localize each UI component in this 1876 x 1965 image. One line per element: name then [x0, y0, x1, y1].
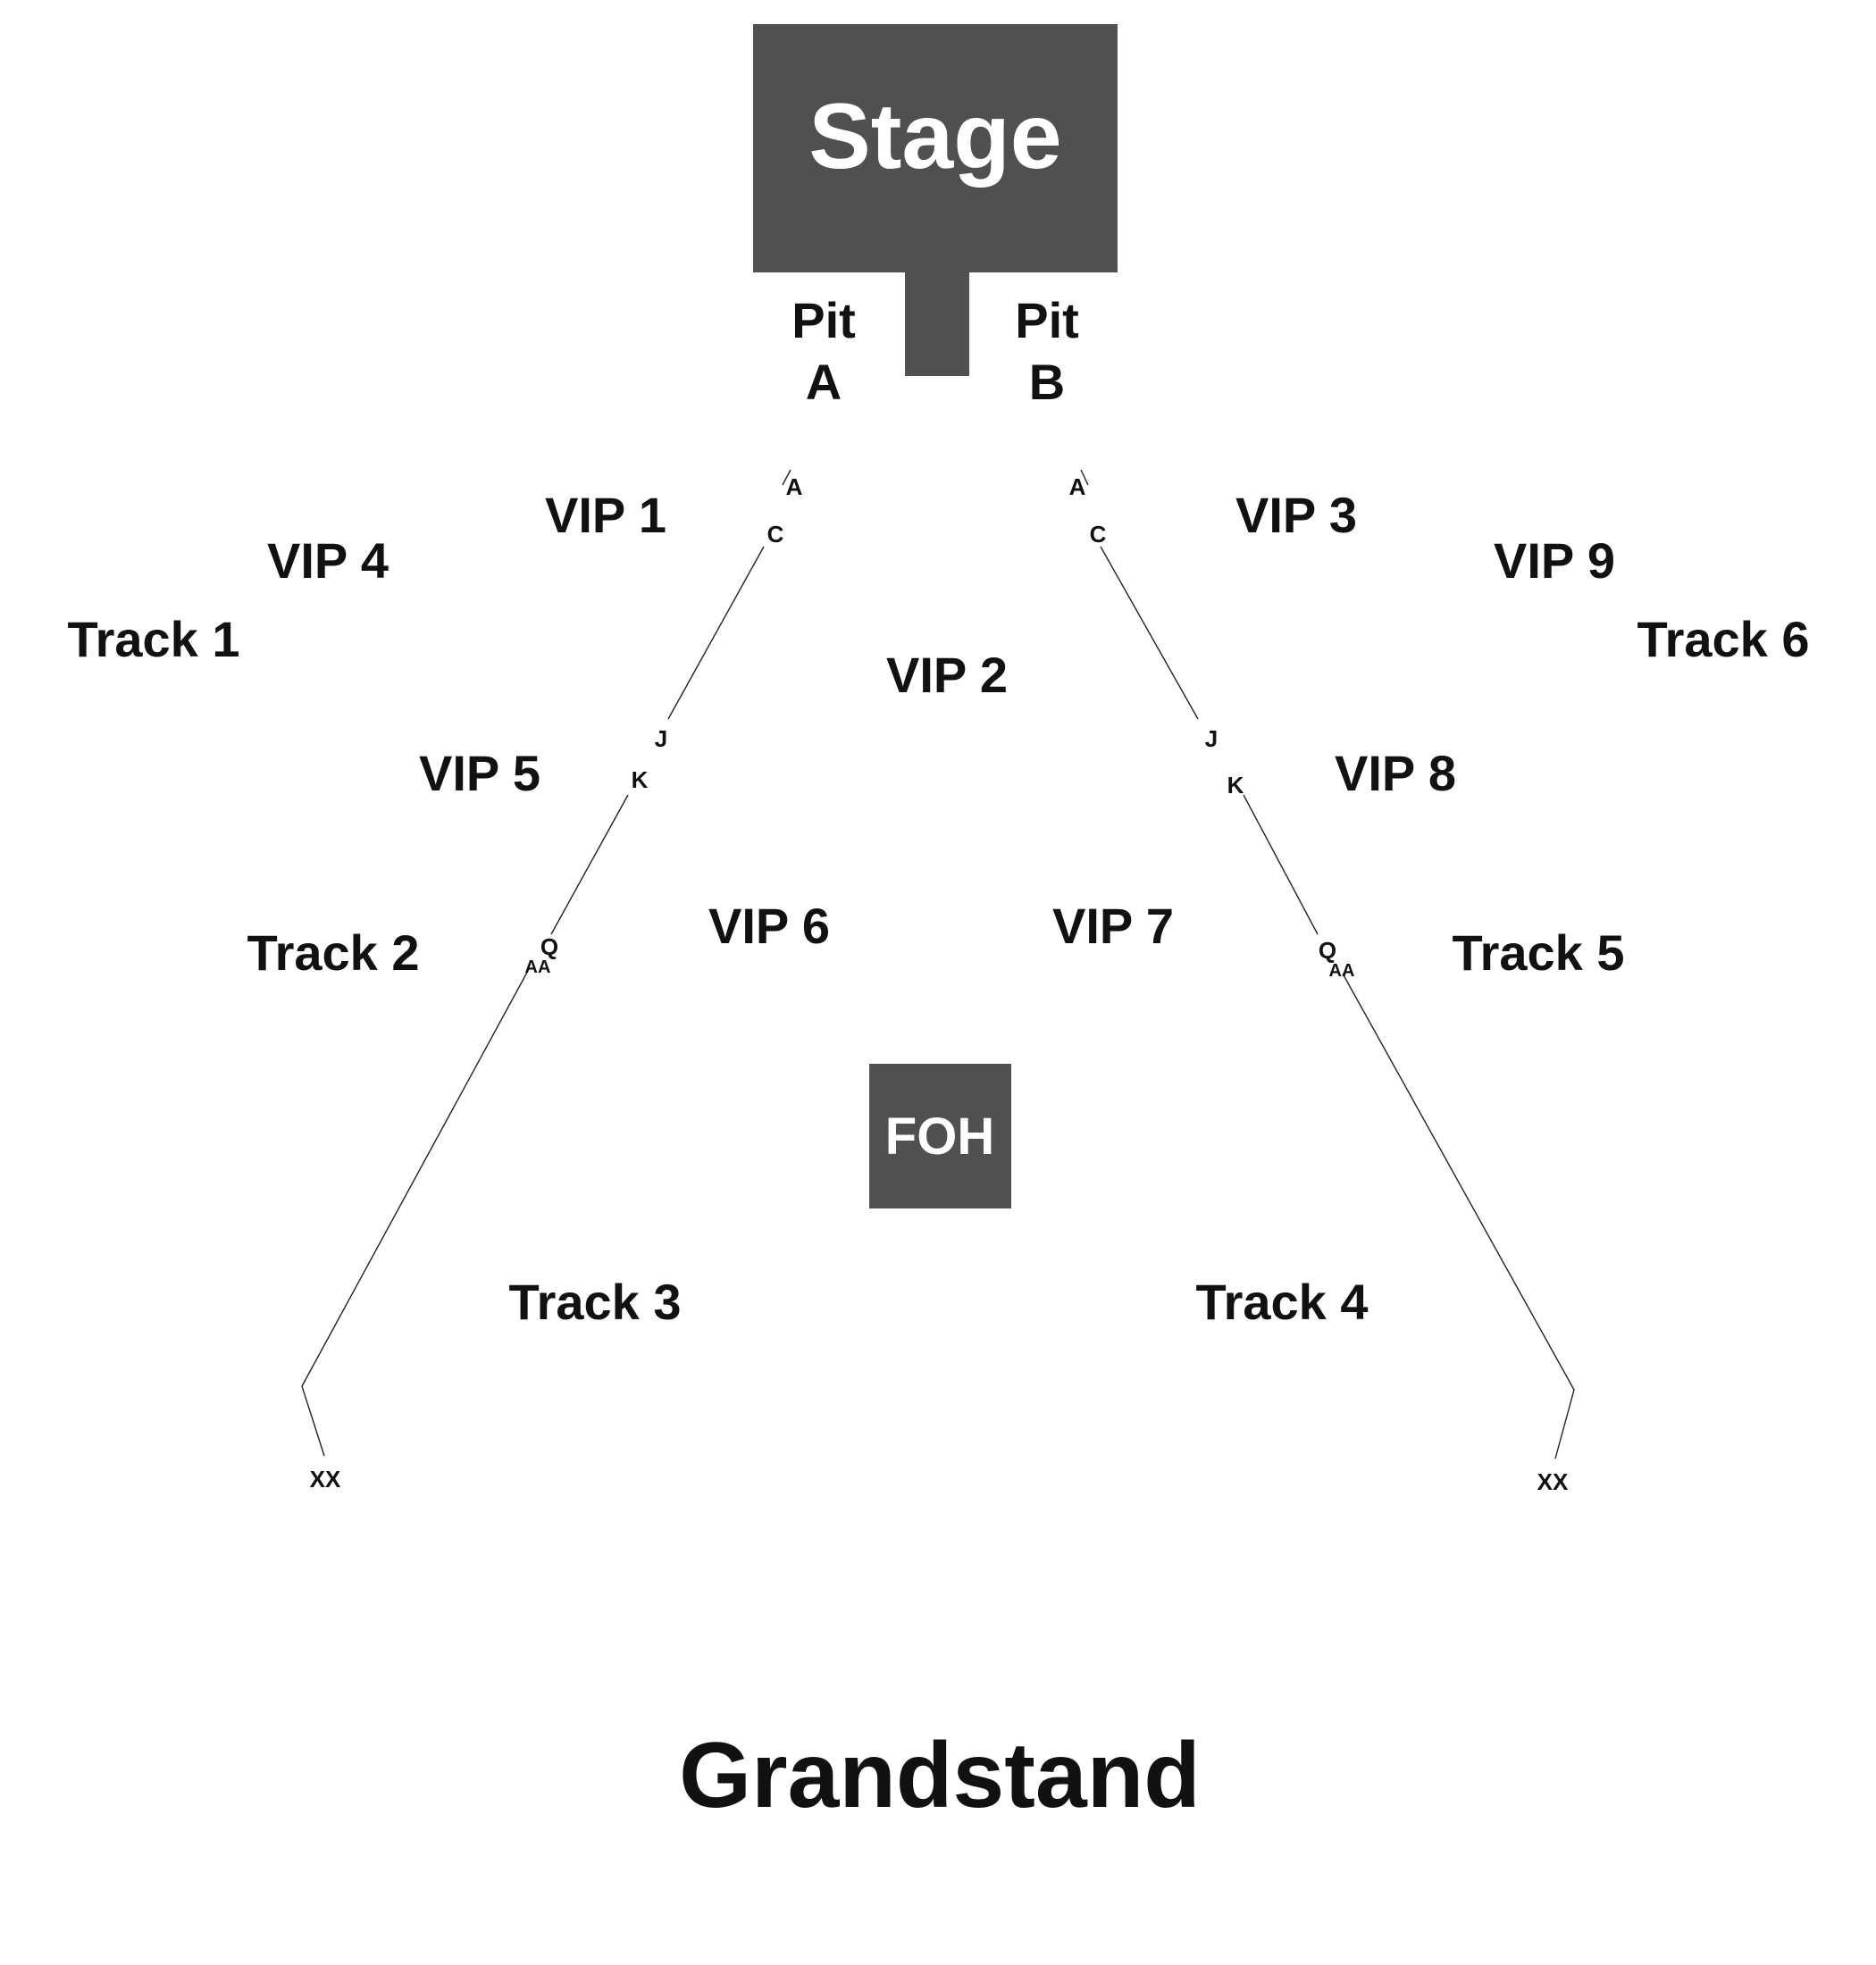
left-row-c: C — [767, 521, 784, 548]
pit-a-label-line1: Pit — [791, 292, 856, 348]
stage[interactable]: Stage — [753, 24, 1118, 376]
section-track-4[interactable]: Track 4 — [1195, 1274, 1368, 1330]
section-track-6[interactable]: Track 6 — [1637, 611, 1809, 667]
left-row-labels: A C J K Q AA XX — [310, 473, 803, 1493]
section-track-5[interactable]: Track 5 — [1452, 924, 1624, 981]
left-aisle-seg-3 — [550, 794, 629, 935]
right-row-q: Q — [1319, 937, 1336, 964]
left-row-k: K — [632, 766, 649, 793]
grandstand-label[interactable]: Grandstand — [679, 1724, 1201, 1827]
foh-label: FOH — [885, 1108, 994, 1166]
right-aisle — [1080, 469, 1575, 1459]
section-vip-7[interactable]: VIP 7 — [1052, 898, 1174, 954]
right-row-a: A — [1069, 473, 1086, 500]
left-row-j: J — [655, 725, 667, 752]
pit-b[interactable]: Pit B — [1015, 292, 1079, 410]
section-vip-1[interactable]: VIP 1 — [545, 487, 666, 543]
section-track-3[interactable]: Track 3 — [508, 1274, 681, 1330]
section-track-1[interactable]: Track 1 — [67, 611, 239, 667]
right-aisle-seg-1 — [1080, 469, 1089, 486]
right-row-j: J — [1205, 725, 1218, 752]
left-aisle-seg-1 — [782, 469, 791, 486]
right-row-aa: AA — [1329, 961, 1355, 981]
section-vip-4[interactable]: VIP 4 — [267, 532, 389, 589]
pit-b-label-line2: B — [1029, 354, 1065, 410]
left-row-q: Q — [540, 933, 558, 960]
section-vip-6[interactable]: VIP 6 — [708, 898, 830, 954]
section-vip-9[interactable]: VIP 9 — [1494, 532, 1615, 589]
sections: VIP 1 VIP 2 VIP 3 VIP 4 VIP 5 VIP 6 VIP … — [67, 487, 1809, 1330]
right-row-labels: A C J K Q AA XX — [1069, 473, 1569, 1495]
right-row-xx: XX — [1537, 1468, 1569, 1495]
section-vip-8[interactable]: VIP 8 — [1335, 745, 1456, 801]
section-track-2[interactable]: Track 2 — [247, 924, 419, 981]
left-row-xx: XX — [310, 1466, 341, 1493]
stage-label: Stage — [808, 85, 1061, 188]
left-row-a: A — [786, 473, 803, 500]
pit-a-label-line2: A — [806, 354, 842, 410]
section-vip-2[interactable]: VIP 2 — [886, 647, 1008, 703]
right-row-c: C — [1090, 521, 1107, 548]
right-aisle-seg-3 — [1243, 794, 1319, 935]
stage-block — [753, 24, 1118, 376]
left-aisle — [301, 469, 791, 1457]
section-vip-3[interactable]: VIP 3 — [1235, 487, 1357, 543]
foh-block — [869, 1064, 1011, 1208]
section-vip-5[interactable]: VIP 5 — [419, 745, 540, 801]
right-aisle-seg-4 — [1342, 973, 1575, 1459]
foh[interactable]: FOH — [869, 1064, 1011, 1208]
right-row-k: K — [1227, 772, 1244, 799]
left-row-aa: AA — [525, 957, 551, 977]
left-aisle-seg-4 — [301, 968, 530, 1457]
pit-b-label-line1: Pit — [1015, 292, 1079, 348]
pit-a[interactable]: Pit A — [791, 292, 856, 410]
left-aisle-seg-2 — [667, 546, 765, 720]
right-aisle-seg-2 — [1100, 546, 1199, 720]
